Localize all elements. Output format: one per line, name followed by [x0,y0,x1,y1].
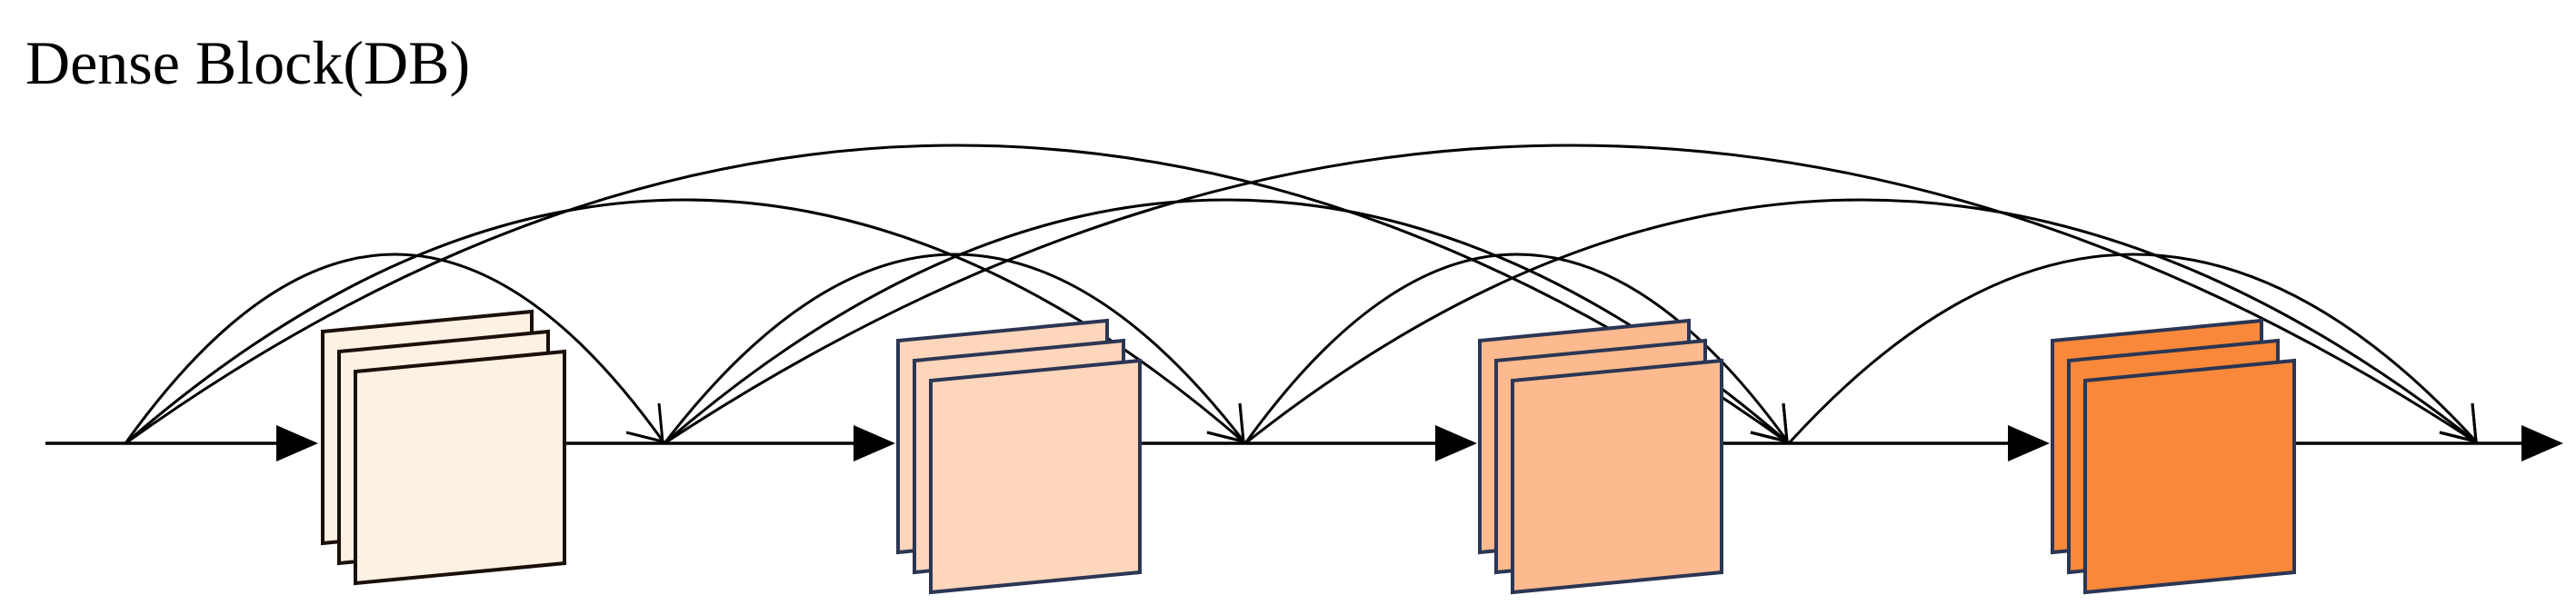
feature-map-frame [929,358,1142,595]
main-arrowhead-icon [2521,425,2563,461]
feature-map-stack-3 [1478,318,1723,595]
feature-map-frame [2083,358,2296,595]
skip-connection-arc [1787,253,2480,445]
feature-map-frame [1511,358,1723,595]
skip-arrowhead-icon [2439,402,2478,443]
skip-connection-arc [663,253,1247,444]
feature-map-stack-4 [2051,318,2296,595]
main-flow [45,425,2563,461]
main-arrowhead-icon [1435,425,1477,461]
skip-connection-arc [1244,198,2479,445]
skip-connection-arc [125,198,1246,445]
skip-connections [124,144,2480,445]
skip-arrowhead-icon [625,402,664,443]
skip-arrowhead-icon [1206,402,1245,443]
skip-connection-arc [664,144,2479,445]
skip-connection-arc [664,198,1790,445]
skip-connection-arc [125,144,1790,445]
main-arrowhead-icon [276,425,318,461]
feature-map-layers [321,309,2296,595]
main-arrowhead-icon [854,425,895,461]
feature-map-stack-1 [321,309,566,586]
skip-connection-arc [1243,253,1791,444]
diagram-title: Dense Block(DB) [25,28,470,97]
feature-map-frame [354,349,566,586]
skip-connection-arc [124,253,666,444]
main-arrowhead-icon [2008,425,2050,461]
skip-arrowhead-icon [1750,402,1789,443]
feature-map-stack-2 [896,318,1142,595]
